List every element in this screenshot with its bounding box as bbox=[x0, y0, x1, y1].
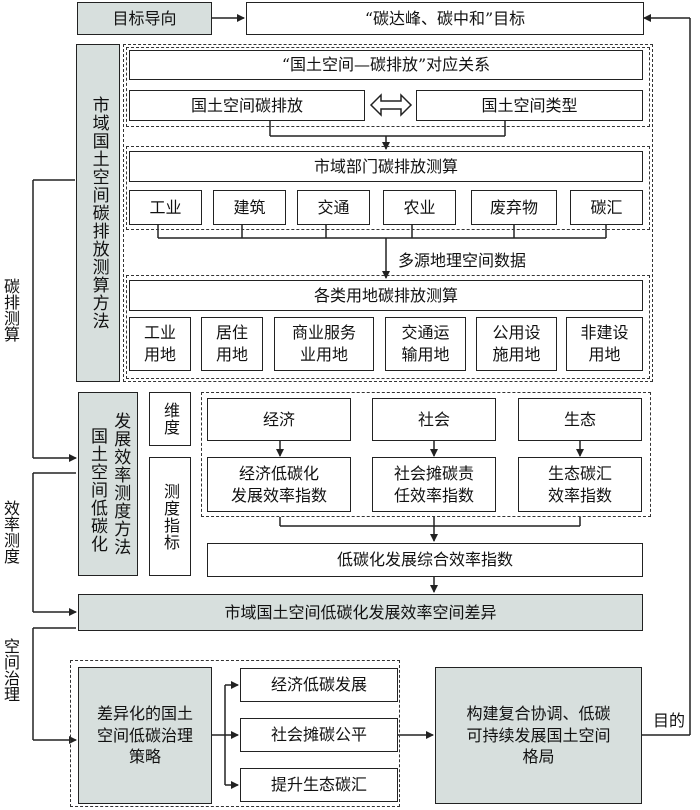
land-transport: 交通运 输用地 bbox=[385, 317, 466, 371]
dim-society: 社会 bbox=[372, 398, 496, 441]
land-residential: 居住 用地 bbox=[201, 317, 263, 371]
dim-ecology: 生态 bbox=[518, 398, 642, 441]
land-industrial: 工业 用地 bbox=[129, 317, 191, 371]
governance-ecological: 提升生态碳汇 bbox=[240, 768, 398, 802]
relation-frame bbox=[126, 47, 650, 127]
sector-title-box: 市域部门碳排放测算 bbox=[129, 151, 643, 182]
index-economic: 经济低碳化 发展效率指数 bbox=[207, 457, 351, 512]
sector-frame bbox=[126, 146, 650, 230]
sector-transport: 交通 bbox=[297, 190, 370, 225]
dimension-frame bbox=[201, 392, 651, 517]
sector-agriculture: 农业 bbox=[383, 190, 456, 225]
side-label-efficiency: 效率测度 bbox=[1, 500, 20, 564]
land-type-box: 国土空间类型 bbox=[416, 90, 643, 121]
purpose-label: 目的 bbox=[653, 711, 686, 730]
multi-source-data-label: 多源地理空间数据 bbox=[398, 251, 527, 270]
sector-carbon-sink: 碳汇 bbox=[570, 190, 643, 225]
governance-economic: 经济低碳发展 bbox=[240, 668, 398, 702]
efficiency-method-title: 发展效率测度方法 国土空间低碳化 bbox=[78, 392, 138, 576]
bidirectional-arrow-icon bbox=[368, 91, 414, 119]
sector-waste: 废弃物 bbox=[471, 190, 557, 225]
dim-economy: 经济 bbox=[207, 398, 351, 441]
land-public-facility: 公用设 施用地 bbox=[476, 317, 557, 371]
spatial-pattern-box: 构建复合协调、低碳 可持续发展国土空间 格局 bbox=[435, 667, 642, 804]
land-use-frame bbox=[126, 275, 650, 379]
target-guide-box: 目标导向 bbox=[77, 2, 212, 35]
emission-method-frame bbox=[123, 44, 653, 382]
spatial-difference-box: 市域国土空间低碳化发展效率空间差异 bbox=[78, 594, 643, 631]
sector-industry: 工业 bbox=[129, 190, 202, 225]
side-label-governance: 空间治理 bbox=[1, 638, 20, 702]
side-label-carbon-calc: 碳排测算 bbox=[1, 278, 20, 342]
relation-box: “国土空间—碳排放”对应关系 bbox=[129, 50, 643, 80]
governance-strategy-box: 差异化的国土 空间低碳治理 策略 bbox=[78, 667, 212, 804]
dimension-label-box: 维度 bbox=[149, 392, 191, 446]
indicator-label-box: 测度指标 bbox=[149, 457, 191, 576]
dual-carbon-goal-box: “碳达峰、碳中和”目标 bbox=[246, 2, 644, 35]
index-ecological: 生态碳汇 效率指数 bbox=[518, 457, 642, 512]
composite-index-box: 低碳化发展综合效率指数 bbox=[207, 543, 643, 577]
governance-frame bbox=[70, 660, 400, 807]
land-non-construction: 非建设 用地 bbox=[566, 317, 643, 371]
emission-method-title: 市域国土空间碳排放测算方法 bbox=[76, 44, 120, 382]
sector-building: 建筑 bbox=[213, 190, 286, 225]
land-commercial: 商业服务 业用地 bbox=[274, 317, 374, 371]
efficiency-title-col-a: 发展效率测度方法 bbox=[110, 412, 131, 556]
index-social: 社会摊碳责 任效率指数 bbox=[372, 457, 496, 512]
efficiency-title-col-b: 国土空间低碳化 bbox=[87, 427, 107, 553]
governance-social: 社会摊碳公平 bbox=[240, 718, 398, 752]
land-use-title-box: 各类用地碳排放测算 bbox=[129, 280, 643, 311]
land-emission-box: 国土空间碳排放 bbox=[129, 90, 365, 121]
